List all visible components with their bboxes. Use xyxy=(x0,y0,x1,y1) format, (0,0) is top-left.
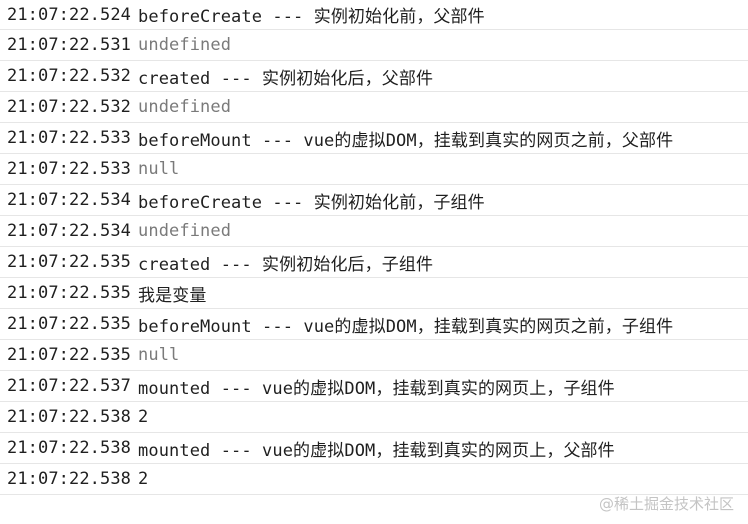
log-timestamp: 21:07:22.538 xyxy=(7,469,132,489)
log-timestamp: 21:07:22.538 xyxy=(7,407,132,427)
log-message: null xyxy=(138,159,180,179)
log-timestamp: 21:07:22.533 xyxy=(7,159,132,179)
log-message: undefined xyxy=(138,221,232,241)
console-log: 21:07:22.524 beforeCreate --- 实例初始化前，父部件… xyxy=(0,0,748,495)
log-row: 21:07:22.537 mounted --- vue的虚拟DOM，挂载到真实… xyxy=(0,371,748,402)
log-message: 2 xyxy=(138,469,149,489)
log-message: 2 xyxy=(138,407,149,427)
log-timestamp: 21:07:22.534 xyxy=(7,221,132,241)
log-timestamp: 21:07:22.535 xyxy=(7,283,132,303)
log-row: 21:07:22.535 null xyxy=(0,340,748,371)
log-row: 21:07:22.533 null xyxy=(0,154,748,185)
log-timestamp: 21:07:22.533 xyxy=(7,128,132,148)
log-message: undefined xyxy=(138,35,232,55)
log-row: 21:07:22.535 created --- 实例初始化后，子组件 xyxy=(0,247,748,278)
log-row: 21:07:22.532 created --- 实例初始化后，父部件 xyxy=(0,61,748,92)
log-row: 21:07:22.535 我是变量 xyxy=(0,278,748,309)
log-timestamp: 21:07:22.537 xyxy=(7,376,132,396)
log-row: 21:07:22.533 beforeMount --- vue的虚拟DOM，挂… xyxy=(0,123,748,154)
log-timestamp: 21:07:22.535 xyxy=(7,252,132,272)
log-message: undefined xyxy=(138,97,232,117)
log-row: 21:07:22.535 beforeMount --- vue的虚拟DOM，挂… xyxy=(0,309,748,340)
log-timestamp: 21:07:22.532 xyxy=(7,66,132,86)
log-message: beforeMount --- vue的虚拟DOM，挂载到真实的网页之前，子组件 xyxy=(138,316,674,337)
log-message: beforeMount --- vue的虚拟DOM，挂载到真实的网页之前，父部件 xyxy=(138,130,674,151)
log-timestamp: 21:07:22.532 xyxy=(7,97,132,117)
log-row: 21:07:22.524 beforeCreate --- 实例初始化前，父部件 xyxy=(0,0,748,30)
log-timestamp: 21:07:22.535 xyxy=(7,314,132,334)
log-timestamp: 21:07:22.531 xyxy=(7,35,132,55)
log-message: null xyxy=(138,345,180,365)
log-row: 21:07:22.538 2 xyxy=(0,402,748,433)
log-message: 我是变量 xyxy=(138,285,207,306)
log-timestamp: 21:07:22.538 xyxy=(7,438,132,458)
log-message: mounted --- vue的虚拟DOM，挂载到真实的网页上，子组件 xyxy=(138,378,615,399)
log-row: 21:07:22.538 2 xyxy=(0,464,748,495)
log-message: beforeCreate --- 实例初始化前，父部件 xyxy=(138,7,485,27)
log-row: 21:07:22.534 beforeCreate --- 实例初始化前，子组件 xyxy=(0,185,748,216)
log-row: 21:07:22.532 undefined xyxy=(0,92,748,123)
watermark: @稀土掘金技术社区 xyxy=(598,495,734,513)
log-message: created --- 实例初始化后，父部件 xyxy=(138,68,434,89)
log-message: created --- 实例初始化后，子组件 xyxy=(138,254,434,275)
log-timestamp: 21:07:22.535 xyxy=(7,345,132,365)
log-timestamp: 21:07:22.524 xyxy=(7,4,132,25)
log-row: 21:07:22.534 undefined xyxy=(0,216,748,247)
log-row: 21:07:22.531 undefined xyxy=(0,30,748,61)
log-row: 21:07:22.538 mounted --- vue的虚拟DOM，挂载到真实… xyxy=(0,433,748,464)
log-message: mounted --- vue的虚拟DOM，挂载到真实的网页上，父部件 xyxy=(138,440,615,461)
log-timestamp: 21:07:22.534 xyxy=(7,190,132,210)
log-message: beforeCreate --- 实例初始化前，子组件 xyxy=(138,192,485,213)
